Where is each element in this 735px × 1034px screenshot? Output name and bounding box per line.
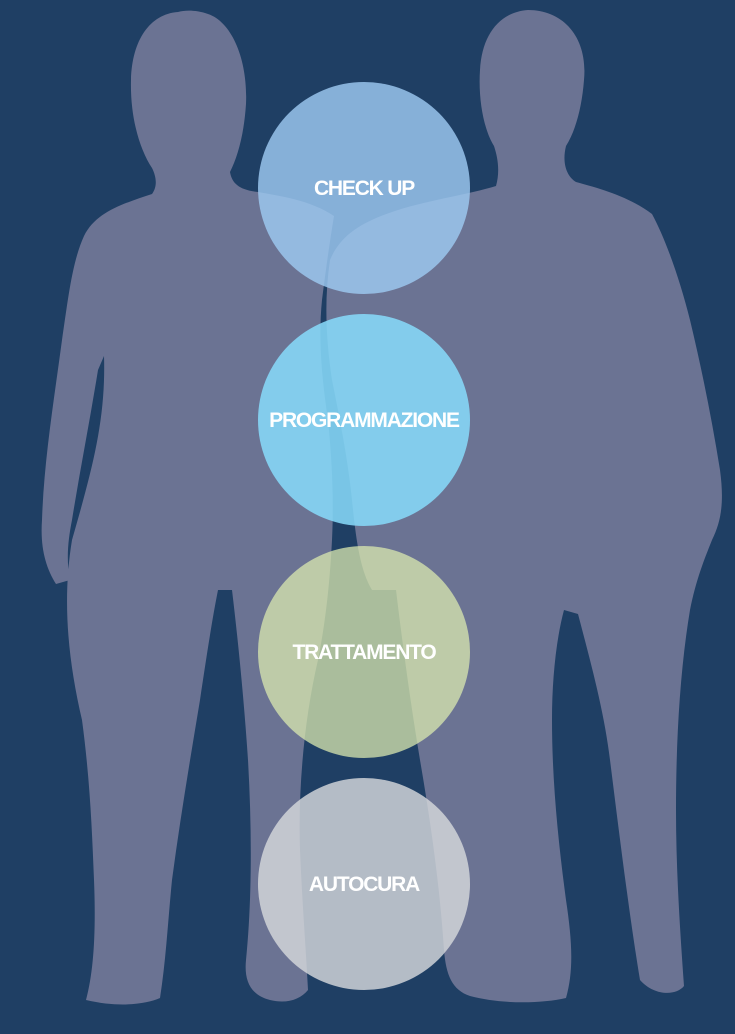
stage-programmazione: PROGRAMMAZIONE — [258, 314, 470, 526]
stage-circle — [258, 82, 470, 294]
stage-label: CHECK UP — [314, 177, 415, 200]
stage-label: AUTOCURA — [309, 873, 420, 896]
stage-label: PROGRAMMAZIONE — [269, 409, 460, 432]
stage-circle — [258, 778, 470, 990]
stage-circle — [258, 546, 470, 758]
female-silhouette — [41, 10, 335, 1005]
stage-check-up: CHECK UP — [258, 82, 470, 294]
stage-circle — [258, 314, 470, 526]
stage-trattamento: TRATTAMENTO — [258, 546, 470, 758]
stage-label: TRATTAMENTO — [292, 641, 436, 664]
stages-group: CHECK UP PROGRAMMAZIONE TRATTAMENTO AUTOCUR… — [258, 82, 470, 990]
stage-autocura: AUTOCURA — [258, 778, 470, 990]
